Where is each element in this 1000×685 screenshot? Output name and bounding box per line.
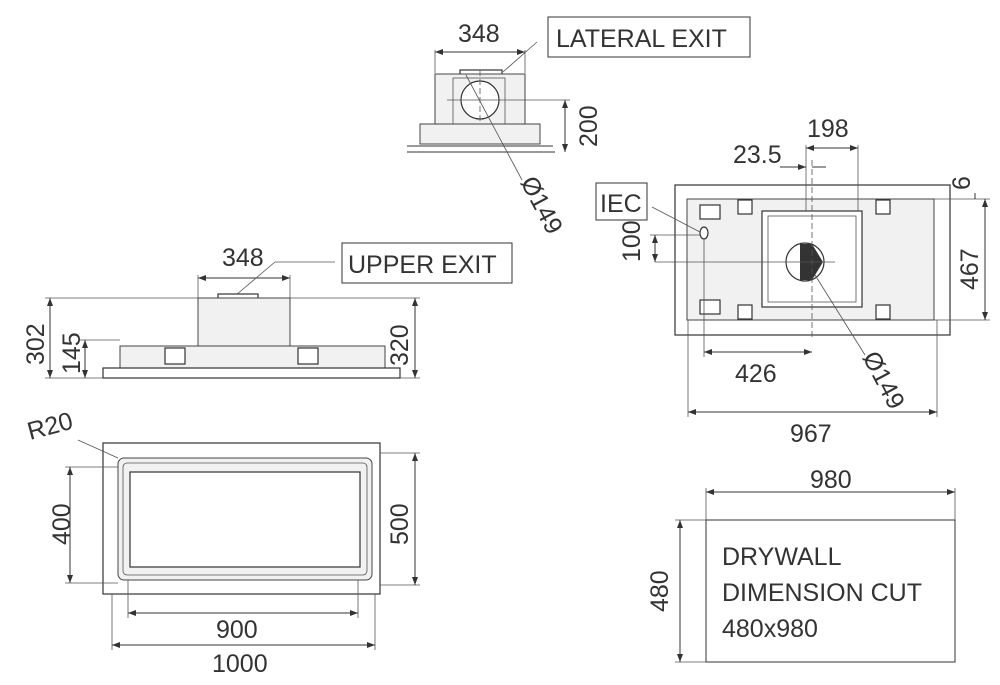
drywall-line-3: 480x980	[722, 615, 818, 643]
top-diameter-dim: Ø149	[857, 347, 910, 414]
iec-connector	[699, 226, 709, 240]
upper-width-dim: 348	[222, 244, 264, 272]
drywall-cut-box	[705, 519, 956, 663]
upper-exit-label: UPPER EXIT	[348, 251, 497, 279]
outer-width-dim: 1000	[212, 650, 268, 678]
dim-198: 198	[807, 115, 849, 143]
upper-exit-view: UPPER EXIT 348 302 145 320	[22, 242, 513, 379]
dim-467: 467	[956, 248, 984, 290]
total-height-dim: 302	[22, 323, 50, 365]
dim-6: 6	[948, 176, 976, 190]
drywall-line-2: DIMENSION CUT	[722, 579, 922, 607]
lateral-exit-view: LATERAL EXIT 348 200 Ø149	[407, 16, 751, 239]
upper-exit-label-box	[341, 242, 513, 284]
radius-dim: R20	[24, 407, 76, 446]
lateral-height-dim: 200	[575, 105, 603, 147]
inner-width-dim: 900	[216, 616, 258, 644]
lateral-width-dim: 348	[458, 20, 500, 48]
dim-100: 100	[618, 220, 646, 262]
lateral-exit-label: LATERAL EXIT	[556, 25, 727, 53]
drywall-cut-view: 980 480 DRYWALL DIMENSION CUT 480x980	[646, 466, 956, 663]
dim-426: 426	[735, 360, 777, 388]
top-view: IEC 198 23.5 100 6 467 426 Ø149 967	[595, 115, 990, 448]
lateral-exit-label-box	[547, 16, 751, 58]
dim-23-5: 23.5	[733, 141, 782, 169]
lateral-diameter-dim: Ø149	[515, 172, 568, 239]
outer-height-dim: 500	[386, 503, 414, 545]
inner-height-dim: 400	[48, 503, 76, 545]
drywall-width-dim: 980	[810, 466, 852, 494]
body-height-dim: 320	[386, 324, 414, 366]
dim-967: 967	[790, 420, 832, 448]
front-view: R20 400 500 900 1000	[24, 407, 420, 678]
base-height-dim: 145	[58, 332, 86, 374]
drywall-line-1: DRYWALL	[722, 543, 842, 571]
iec-label: IEC	[600, 190, 642, 218]
drywall-height-dim: 480	[646, 570, 674, 612]
